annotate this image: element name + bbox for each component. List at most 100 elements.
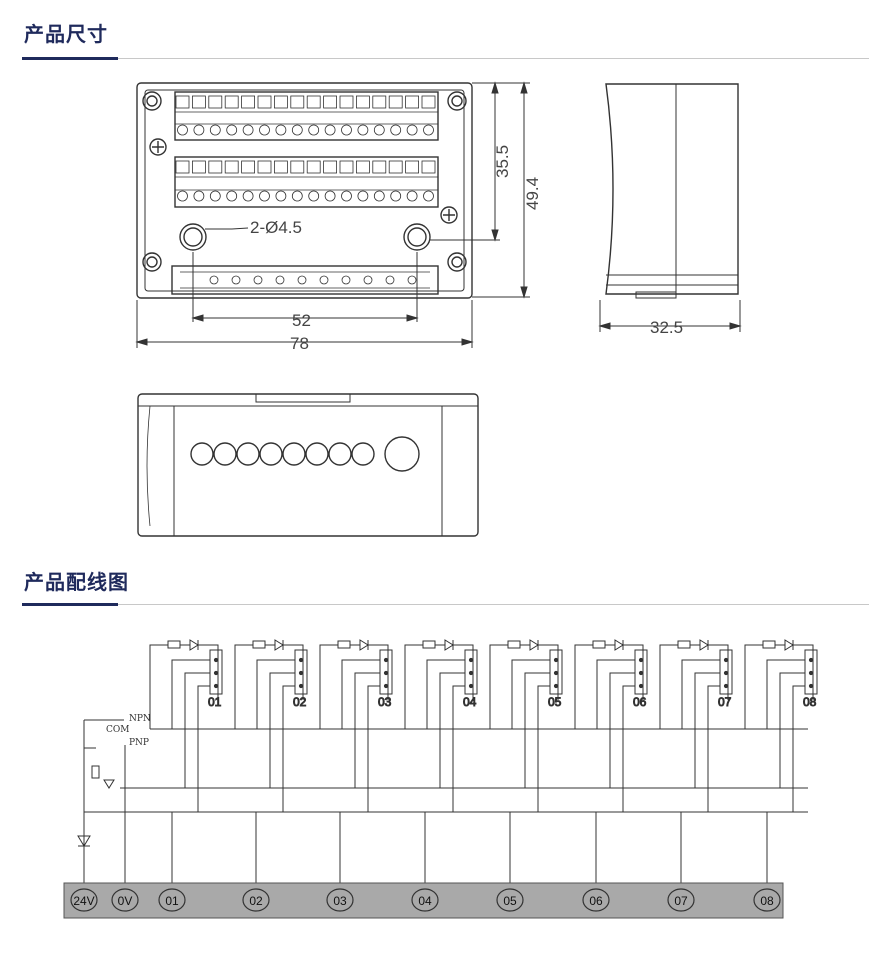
terminal-screw <box>291 190 303 202</box>
svg-text:08: 08 <box>760 894 774 908</box>
wiring-section-title: 产品配线图 <box>24 570 129 594</box>
connector-pin <box>209 275 219 285</box>
terminal-screw <box>242 124 254 136</box>
connector-pin <box>231 275 241 285</box>
connector-pin <box>253 275 263 285</box>
terminal-screw <box>177 124 188 136</box>
svg-text:03: 03 <box>333 894 347 908</box>
terminal-cell <box>175 95 190 109</box>
pnp-label: PNP <box>129 738 149 748</box>
led-hole <box>282 442 306 466</box>
terminal-cell <box>339 95 354 109</box>
terminal-cell <box>241 95 256 109</box>
terminal-cell <box>323 160 338 174</box>
svg-text:02: 02 <box>249 894 263 908</box>
terminal-screw <box>373 124 385 136</box>
terminal-screw <box>209 190 221 202</box>
terminal-screw <box>341 190 352 202</box>
terminal-cell <box>208 160 223 174</box>
terminal-cell <box>257 95 272 109</box>
terminal-cell <box>257 160 272 174</box>
terminal-04: 04 <box>411 888 439 912</box>
terminal-screw <box>324 124 336 136</box>
terminal-cell <box>421 95 436 109</box>
channel-label-04: 04 <box>463 695 477 709</box>
terminal-screw <box>423 124 434 136</box>
side-view <box>605 83 739 299</box>
terminal-screw <box>193 124 205 136</box>
size-section-accent <box>22 57 118 60</box>
terminal-screw <box>259 124 270 136</box>
terminal-24V: 24V <box>70 888 98 912</box>
channel-label-06: 06 <box>633 695 647 709</box>
channel-label-03: 03 <box>378 695 392 709</box>
terminal-screw <box>226 190 238 202</box>
dim-height-total: 49.4 <box>523 177 542 210</box>
terminal-0V: 0V <box>111 888 139 912</box>
cable-hole <box>384 436 420 472</box>
terminal-screw <box>209 124 221 136</box>
terminal-cell <box>208 95 223 109</box>
size-section-title: 产品尺寸 <box>24 22 108 46</box>
connector-pin <box>319 275 329 285</box>
side-view-dimension <box>598 300 742 332</box>
svg-text:04: 04 <box>418 894 432 908</box>
dim-depth: 32.5 <box>650 318 683 337</box>
terminal-cell <box>290 160 305 174</box>
terminal-cell <box>306 160 321 174</box>
terminal-cell <box>421 160 436 174</box>
connector-pin <box>341 275 351 285</box>
terminal-cell <box>405 95 420 109</box>
terminal-screw <box>357 124 369 136</box>
terminal-05: 05 <box>496 888 524 912</box>
dim-hole-note: 2-Ø4.5 <box>250 218 302 237</box>
terminal-cell <box>224 160 239 174</box>
terminal-cell <box>372 95 387 109</box>
terminal-screw <box>390 124 402 136</box>
dim-width: 78 <box>290 334 309 353</box>
led-hole <box>213 442 237 466</box>
com-label: COM <box>106 725 129 735</box>
terminal-cell <box>273 95 288 109</box>
top-view <box>136 82 473 299</box>
svg-text:01: 01 <box>165 894 179 908</box>
terminal-02: 02 <box>242 888 270 912</box>
connector-pin <box>385 275 395 285</box>
svg-text:24V: 24V <box>73 894 94 908</box>
terminal-screw <box>324 190 336 202</box>
terminal-08: 08 <box>753 888 781 912</box>
terminal-screw <box>390 190 402 202</box>
terminal-cell <box>388 160 403 174</box>
terminal-cell <box>290 95 305 109</box>
front-view-led-holes <box>190 436 420 472</box>
terminal-screw <box>341 124 352 136</box>
terminal-screw <box>291 124 303 136</box>
connector-pin <box>407 275 417 285</box>
terminal-cell <box>191 95 206 109</box>
connector-pin <box>275 275 285 285</box>
connector-pin <box>297 275 307 285</box>
wiring-section-rule <box>22 604 869 605</box>
led-hole <box>305 442 329 466</box>
svg-text:0V: 0V <box>118 894 133 908</box>
channel-label-01: 01 <box>208 695 222 709</box>
led-hole <box>236 442 260 466</box>
terminal-cell <box>224 95 239 109</box>
terminal-screw <box>259 190 270 202</box>
terminal-screw <box>357 190 369 202</box>
terminal-screw <box>308 190 320 202</box>
terminal-cell <box>339 160 354 174</box>
channel-label-08: 08 <box>803 695 817 709</box>
dim-hole-spacing: 52 <box>292 311 311 330</box>
terminal-03: 03 <box>326 888 354 912</box>
wiring-section-accent <box>22 603 118 606</box>
terminal-01: 01 <box>158 888 186 912</box>
terminal-screw <box>226 124 238 136</box>
terminal-cell <box>306 95 321 109</box>
terminal-cell <box>405 160 420 174</box>
terminal-cell <box>273 160 288 174</box>
terminal-07: 07 <box>667 888 695 912</box>
terminal-06: 06 <box>582 888 610 912</box>
